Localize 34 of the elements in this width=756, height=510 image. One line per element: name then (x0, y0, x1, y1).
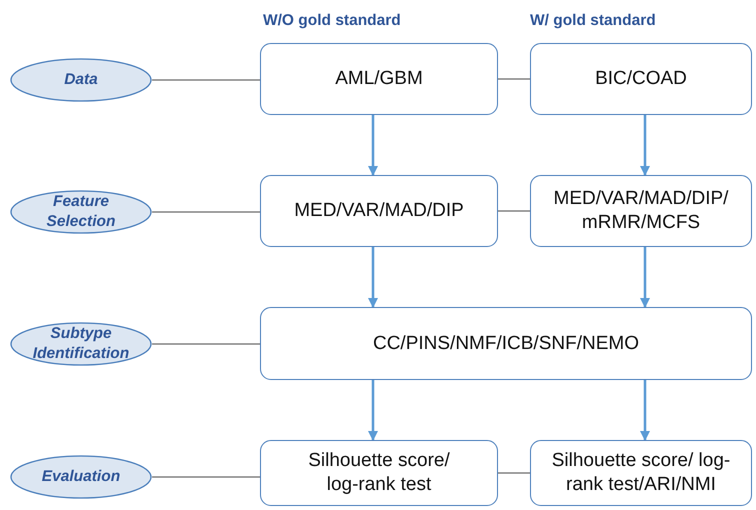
process-box (530, 43, 752, 115)
method-text: BIC/COAD (595, 67, 687, 91)
method-text: Silhouette score/ log-rank test (307, 449, 451, 497)
process-box (260, 175, 498, 247)
process-box (530, 175, 752, 247)
connector-line (498, 210, 530, 212)
method-text: Silhouette score/ log-rank test/ARI/NMI (550, 449, 732, 497)
arrow (640, 247, 650, 308)
stage-ellipse (10, 322, 152, 366)
process-box (260, 307, 752, 380)
column-heading: W/ gold standard (530, 12, 656, 30)
column-heading: W/O gold standard (263, 12, 401, 30)
arrow (368, 380, 378, 441)
connector-line (498, 472, 530, 474)
arrow (368, 115, 378, 176)
connector-line (152, 476, 260, 478)
process-box (260, 440, 498, 506)
method-text: AML/GBM (335, 67, 423, 91)
process-box (530, 440, 752, 506)
stage-label: Feature Selection (46, 192, 116, 232)
process-box (260, 43, 498, 115)
stage-ellipse (10, 190, 152, 234)
method-text: MED/VAR/MAD/DIP/ mRMR/MCFS (552, 187, 730, 235)
method-text: CC/PINS/NMF/ICB/SNF/NEMO (372, 332, 639, 356)
stage-ellipse (10, 455, 152, 499)
stage-label: Data (64, 70, 98, 90)
method-text: MED/VAR/MAD/DIP (294, 199, 464, 223)
connector-line (498, 78, 530, 80)
stage-label: Evaluation (42, 466, 120, 487)
arrow (640, 380, 650, 441)
stage-label: Subtype Identification (32, 324, 130, 364)
stage-ellipse (10, 58, 152, 102)
arrow (640, 115, 650, 176)
arrow (368, 247, 378, 308)
